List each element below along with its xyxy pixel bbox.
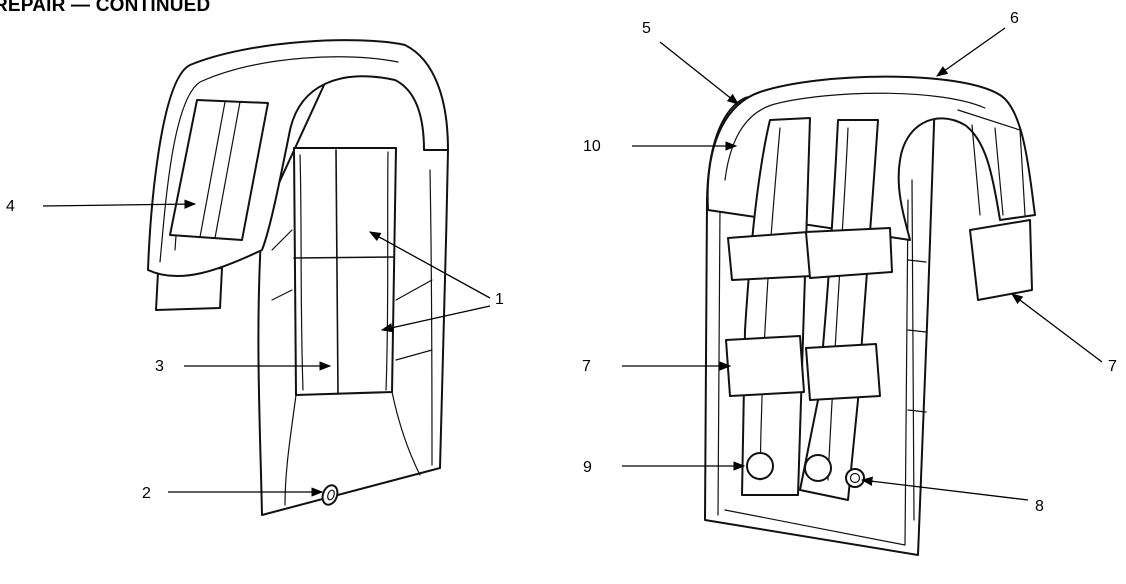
leader-lines (42, 27, 1103, 501)
callout-3: 3 (155, 358, 164, 375)
callout-7-left: 7 (582, 358, 591, 375)
callout-5: 5 (642, 20, 651, 37)
leader-8 (860, 476, 1029, 501)
callout-10: 10 (583, 138, 601, 155)
leader-6 (936, 27, 1006, 77)
page-heading: REPAIR — CONTINUED (0, 0, 211, 16)
leader-4 (42, 199, 197, 209)
strap-tip-right (969, 219, 1033, 301)
snap-fastener-left (321, 484, 339, 506)
keeper-upper-a (727, 231, 813, 281)
keeper-upper-b (805, 227, 893, 279)
callout-1: 1 (495, 291, 504, 308)
callout-8: 8 (1035, 498, 1044, 515)
snap-fastener-right (845, 468, 865, 488)
left-pad-view (147, 39, 449, 516)
callout-6: 6 (1010, 10, 1019, 27)
strap-inner-edge-left (159, 56, 399, 263)
insert-panel (293, 147, 397, 396)
leader-7b (1011, 293, 1103, 363)
snap-b (804, 454, 832, 482)
callout-2: 2 (142, 485, 151, 502)
keeper-lower-a (725, 335, 805, 397)
right-pad-view (704, 75, 1036, 556)
callout-labels: 4 1 3 2 5 6 10 7 7 9 8 (6, 10, 1117, 515)
snap-a (746, 452, 774, 480)
leader-1b (380, 305, 491, 333)
leader-1a (368, 231, 491, 299)
callout-4: 4 (6, 198, 15, 215)
callout-9: 9 (583, 459, 592, 476)
webbing-strap-b (799, 119, 879, 501)
callout-7-right: 7 (1108, 358, 1117, 375)
keeper-lower-b (805, 343, 881, 401)
leader-5 (659, 41, 739, 105)
